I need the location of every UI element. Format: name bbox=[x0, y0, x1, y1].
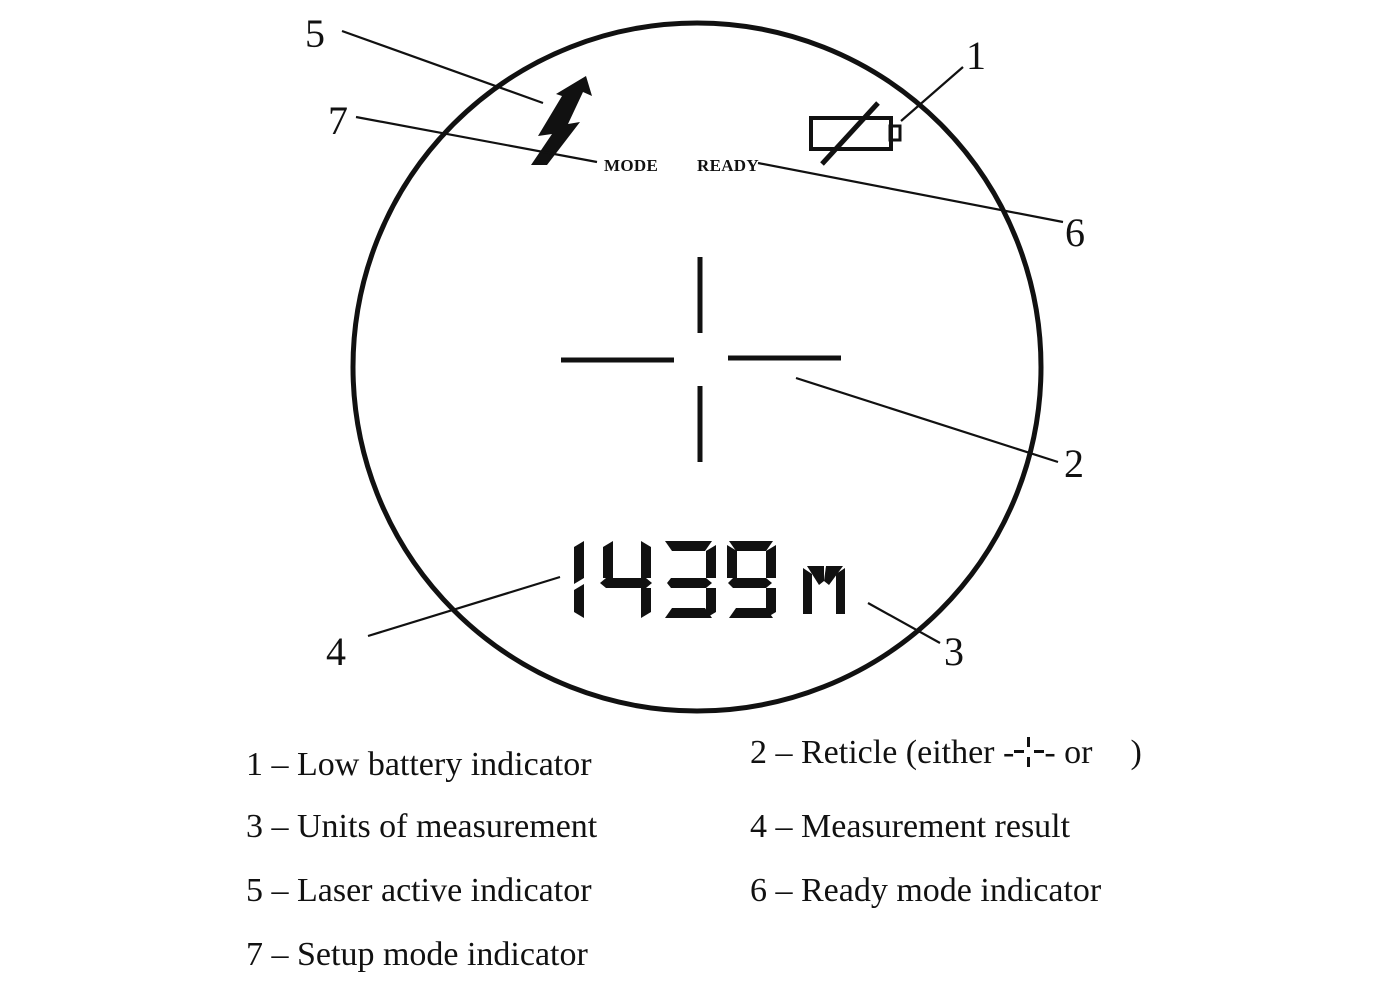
callout-1: 1 bbox=[966, 33, 986, 78]
callout-2: 2 bbox=[1064, 441, 1084, 486]
rangefinder-display-diagram: MODE READY 1 2 3 4 5 6 7 bbox=[305, 11, 1085, 714]
measurement-digits bbox=[574, 541, 776, 618]
mode-label: MODE bbox=[604, 156, 659, 175]
lightning-bolt-icon bbox=[531, 76, 592, 165]
display-drawing bbox=[341, 20, 1064, 714]
legend-item-4: 4 – Measurement result bbox=[750, 808, 1071, 845]
eyepiece-circle bbox=[350, 20, 1044, 714]
legend-item-6: 6 – Ready mode indicator bbox=[750, 872, 1102, 909]
callout-5: 5 bbox=[305, 11, 325, 56]
callout-3: 3 bbox=[944, 629, 964, 674]
low-battery-icon bbox=[809, 101, 902, 166]
callout-7: 7 bbox=[328, 98, 348, 143]
small-reticle-icon bbox=[1014, 737, 1045, 767]
unit-m-glyph bbox=[803, 566, 845, 614]
ready-label: READY bbox=[697, 156, 759, 175]
leader-lines bbox=[341, 29, 1064, 644]
legend: 1 – Low battery indicator 2 – Reticle (e… bbox=[0, 720, 1400, 1000]
callout-6: 6 bbox=[1065, 210, 1085, 255]
legend-item-3: 3 – Units of measurement bbox=[246, 808, 598, 845]
legend-item-1: 1 – Low battery indicator bbox=[246, 746, 592, 783]
legend-item-5: 5 – Laser active indicator bbox=[246, 872, 592, 909]
legend-item-7: 7 – Setup mode indicator bbox=[246, 936, 588, 973]
crosshair-reticle-icon bbox=[561, 257, 841, 462]
legend-item-2: 2 – Reticle (either -- or) bbox=[750, 734, 1142, 771]
callout-4: 4 bbox=[326, 629, 346, 674]
